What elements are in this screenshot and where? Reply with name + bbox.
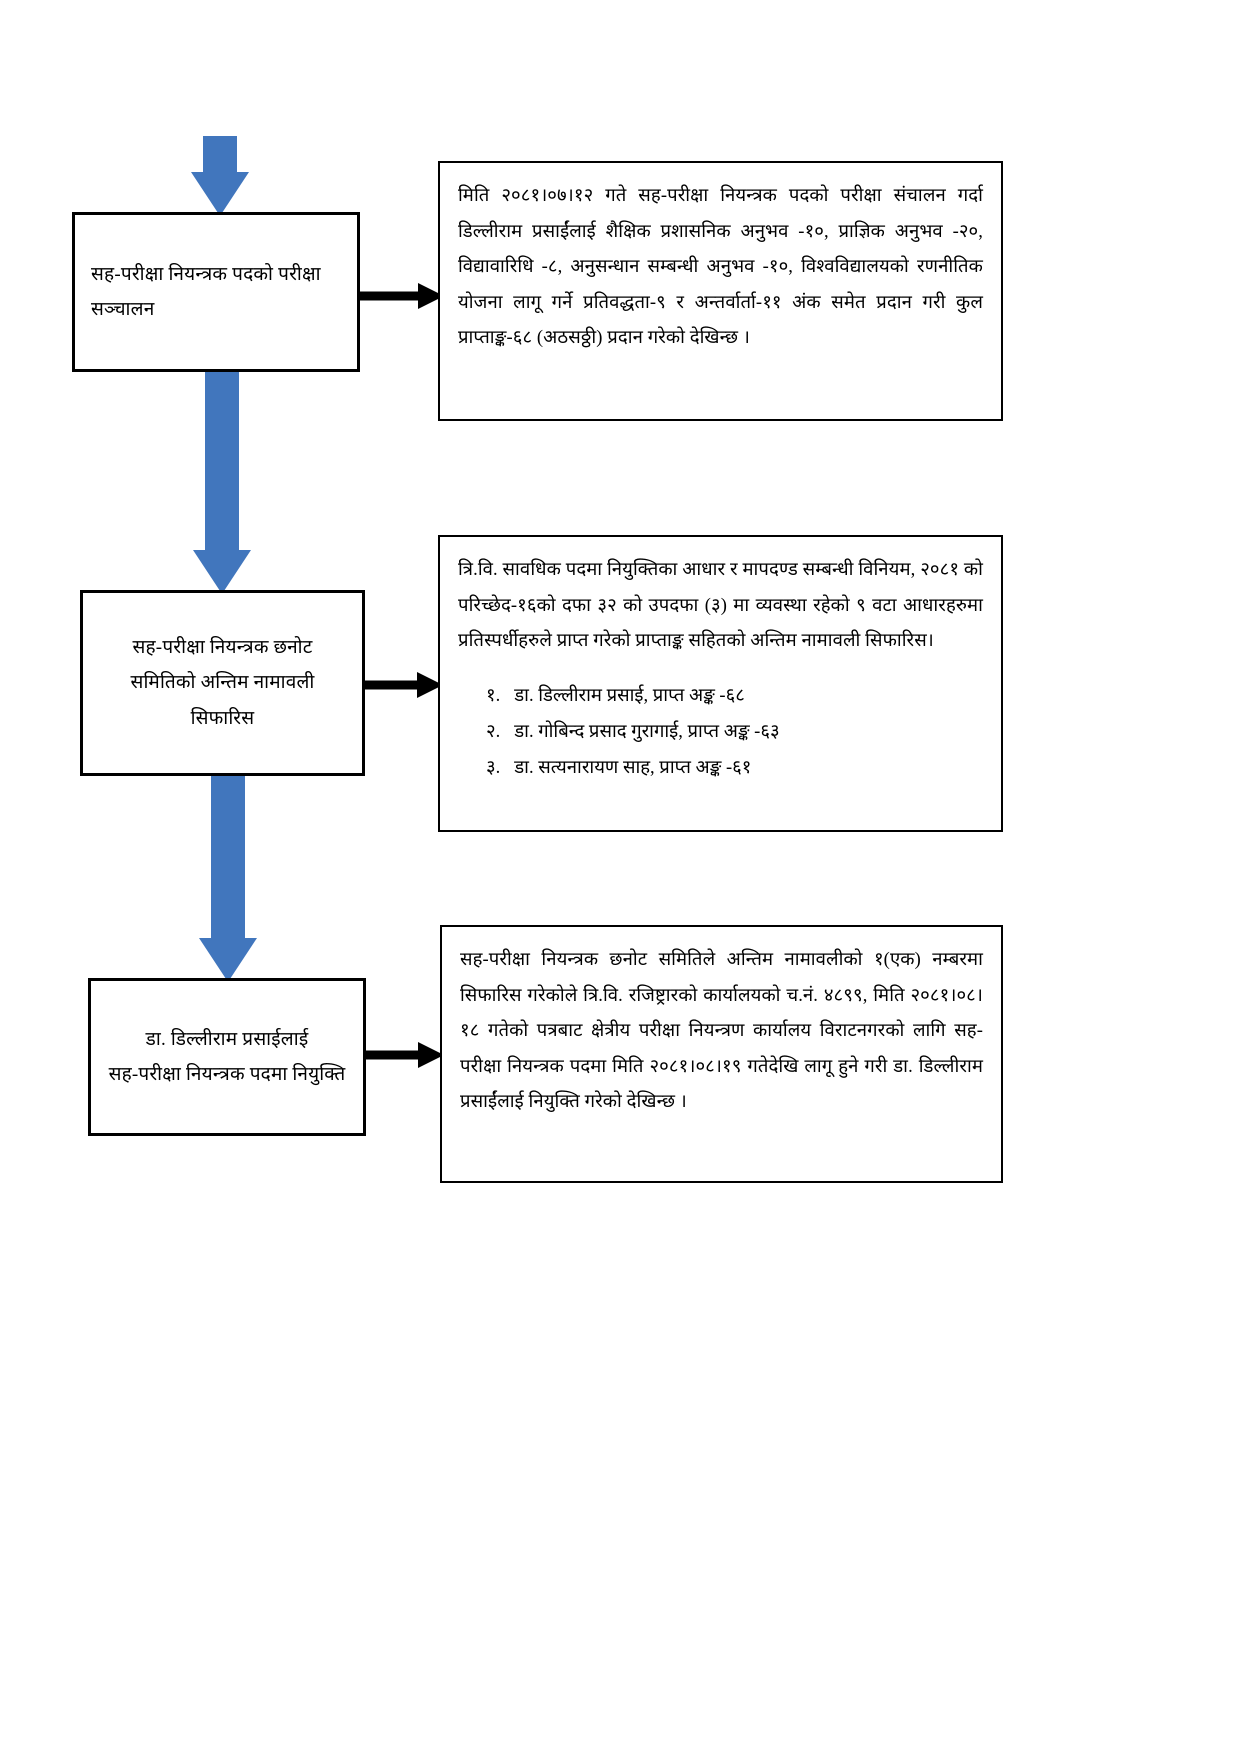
arrow-shaft bbox=[363, 680, 419, 690]
detail-panel-1-text: मिति २०८१।०७।१२ गते सह-परीक्षा नियन्त्रक… bbox=[458, 186, 983, 349]
flow-step-3-line-1: डा. डिल्लीराम प्रसाईलाई bbox=[145, 1028, 309, 1050]
detail-panel-3-text: सह-परीक्षा नियन्त्रक छनोट समितिले अन्तिम… bbox=[460, 950, 983, 1113]
flow-step-2[interactable]: सह-परीक्षा नियन्त्रक छनोट समितिको अन्तिम… bbox=[80, 590, 365, 776]
flow-step-1-line-1: सह-परीक्षा नियन्त्रक पदको परीक्षा bbox=[91, 263, 321, 285]
candidate-score-list: १. डा. डिल्लीराम प्रसाई, प्राप्त अङ्क -६… bbox=[458, 678, 983, 786]
flow-step-2-line-3: सिफारिस bbox=[190, 707, 255, 729]
list-item: २. डा. गोबिन्द प्रसाद गुरागाई, प्राप्त अ… bbox=[458, 714, 983, 750]
arrow-head bbox=[199, 938, 257, 982]
flow-step-3-line-2: सह-परीक्षा नियन्त्रक पदमा नियुक्ति bbox=[108, 1064, 346, 1085]
arrow-shaft bbox=[211, 776, 245, 940]
list-item: १. डा. डिल्लीराम प्रसाई, प्राप्त अङ्क -६… bbox=[458, 678, 983, 714]
flow-step-2-line-1: सह-परीक्षा नियन्त्रक छनोट bbox=[132, 637, 313, 659]
arrow-shaft bbox=[203, 136, 237, 174]
detail-panel-2[interactable]: त्रि.वि. सावधिक पदमा नियुक्तिका आधार र म… bbox=[438, 535, 1003, 832]
list-item: ३. डा. सत्यनारायण साह, प्राप्त अङ्क -६१ bbox=[458, 750, 983, 786]
flow-step-2-line-2: समितिको अन्तिम नामावली bbox=[130, 672, 315, 694]
list-item-label: डा. गोबिन्द प्रसाद गुरागाई, प्राप्त अङ्क… bbox=[514, 721, 780, 742]
detail-panel-1[interactable]: मिति २०८१।०७।१२ गते सह-परीक्षा नियन्त्रक… bbox=[438, 161, 1003, 421]
detail-panel-2-text: त्रि.वि. सावधिक पदमा नियुक्तिका आधार र म… bbox=[458, 560, 983, 652]
down-arrow-step2-to-step3-icon bbox=[198, 776, 258, 982]
right-arrow-step3-to-detail3-icon bbox=[364, 1042, 444, 1068]
flow-step-1-line-2: सञ्चालन bbox=[91, 299, 155, 320]
arrow-shaft bbox=[358, 291, 420, 301]
detail-panel-3[interactable]: सह-परीक्षा नियन्त्रक छनोट समितिले अन्तिम… bbox=[440, 925, 1003, 1183]
list-item-number: ३. bbox=[486, 757, 501, 778]
list-item-number: १. bbox=[486, 685, 501, 706]
flow-step-1[interactable]: सह-परीक्षा नियन्त्रक पदको परीक्षा सञ्चाल… bbox=[72, 212, 360, 372]
right-arrow-step2-to-detail2-icon bbox=[363, 672, 443, 698]
down-arrow-entry-icon bbox=[190, 136, 250, 216]
arrow-shaft bbox=[205, 372, 239, 552]
arrow-shaft bbox=[364, 1050, 420, 1060]
arrow-head bbox=[193, 550, 251, 594]
arrow-head bbox=[191, 172, 249, 216]
arrow-head bbox=[418, 1042, 444, 1068]
list-item-label: डा. सत्यनारायण साह, प्राप्त अङ्क -६१ bbox=[514, 757, 752, 778]
down-arrow-step1-to-step2-icon bbox=[192, 372, 252, 594]
right-arrow-step1-to-detail1-icon bbox=[358, 283, 444, 309]
list-item-label: डा. डिल्लीराम प्रसाई, प्राप्त अङ्क -६८ bbox=[514, 685, 745, 706]
flow-step-3[interactable]: डा. डिल्लीराम प्रसाईलाई सह-परीक्षा नियन्… bbox=[88, 978, 366, 1136]
list-item-number: २. bbox=[486, 721, 501, 742]
